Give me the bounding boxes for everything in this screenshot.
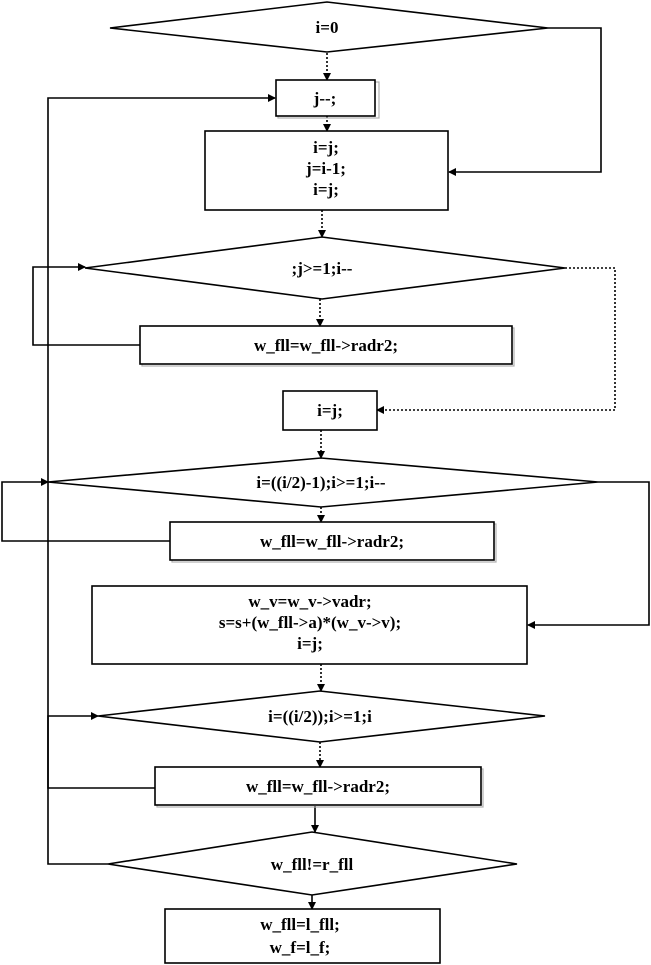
node-n12-decision: w_fll!=r_fll [107, 831, 518, 896]
node-n5-process: w_fll=w_fll->radr2; [139, 325, 515, 367]
node-n9-line-1: s=s+(w_fll->a)*(w_v->v); [219, 613, 401, 632]
node-n10-line-0: i=((i/2));i>=1;i [268, 707, 372, 726]
edge-n8-loop [1, 478, 170, 542]
node-n2-line-0: j--; [313, 89, 337, 108]
node-n2-process: j--; [275, 79, 380, 119]
node-n13-line-0: w_fll=l_fll; [260, 915, 340, 934]
node-n7-decision: i=((i/2)-1);i>=1;i-- [47, 457, 599, 508]
node-n3-line-1: j=i-1; [305, 159, 346, 178]
node-n9-process: w_v=w_v->vadr; s=s+(w_fll->a)*(w_v->v); … [91, 585, 528, 665]
node-n4-decision: ;j>=1;i-- [84, 236, 566, 300]
node-n6-line-0: i=j; [317, 401, 343, 420]
node-n11-process: w_fll=w_fll->radr2; [154, 766, 484, 808]
edge-n1-n3 [448, 27, 602, 176]
node-n1-decision: i=0 [109, 1, 549, 53]
node-n8-process: w_fll=w_fll->radr2; [169, 521, 497, 563]
node-n9-line-2: i=j; [297, 634, 323, 653]
node-n7-line-0: i=((i/2)-1);i>=1;i-- [256, 473, 385, 492]
node-n3-process: i=j; j=i-1; i=j; [204, 130, 449, 211]
node-n5-line-0: w_fll=w_fll->radr2; [254, 336, 398, 355]
node-n4-line-0: ;j>=1;i-- [292, 259, 353, 278]
edge-n7-n9 [527, 481, 650, 629]
node-n3-line-0: i=j; [313, 138, 339, 157]
edge-n12-outer-loop [47, 94, 276, 865]
node-n1-line-0: i=0 [316, 18, 339, 37]
node-n3-line-2: i=j; [313, 180, 339, 199]
node-n13-line-1: w_f=l_f; [270, 938, 331, 957]
node-n8-line-0: w_fll=w_fll->radr2; [260, 532, 404, 551]
node-n9-line-0: w_v=w_v->vadr; [248, 592, 371, 611]
edge-n11-loop [47, 712, 155, 789]
connectors [1, 27, 650, 910]
edge-n4-n6 [376, 267, 616, 414]
node-n12-line-0: w_fll!=r_fll [271, 855, 354, 874]
node-n10-decision: i=((i/2));i>=1;i [97, 690, 546, 743]
edge-n5-loop [32, 263, 140, 346]
node-n13-process: w_fll=l_fll; w_f=l_f; [164, 908, 441, 964]
node-n11-line-0: w_fll=w_fll->radr2; [246, 777, 390, 796]
node-n6-process: i=j; [282, 390, 378, 431]
